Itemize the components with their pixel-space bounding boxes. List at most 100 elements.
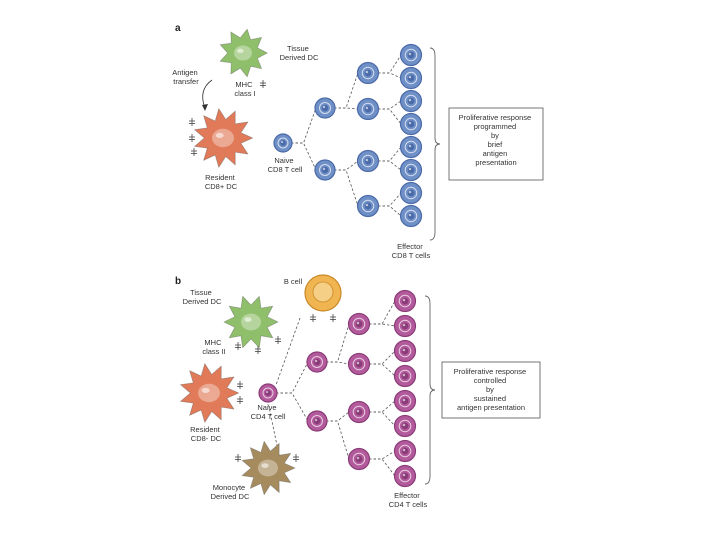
panel-a-resident-dc-body — [194, 108, 254, 168]
panel-b-resident-dc-nucleus — [198, 383, 220, 403]
panel-b-gen2-cell-0-nucleus — [355, 320, 363, 328]
panel-a-tissue-dc-highlight — [237, 48, 244, 53]
panel-a-tissue-dc-label: Tissue Derived DC — [280, 44, 319, 62]
panel-a-effector-cell-1-ring — [404, 71, 418, 85]
panel-a-effector-cell-0-ring — [404, 48, 418, 62]
panel-a-naive-label: Naive CD8 T cell — [268, 156, 303, 174]
panel-a-gen2-cell-1-ring — [361, 102, 375, 116]
panel-a-dc-receptor-1 — [189, 118, 195, 126]
panel-b-tissue-dc-body — [223, 295, 279, 349]
panel-a-effector-cell-1-highlight — [408, 75, 412, 79]
panel-b-b-cell-label: B cell — [284, 277, 303, 286]
panel-a-effector-cell-5 — [399, 158, 423, 182]
panel-b-effector-cell-2-ring — [398, 344, 412, 358]
panel-a-naive-t-cell-ring — [277, 137, 289, 149]
panel-b-resident-dc-body — [180, 363, 240, 423]
panel-b-gen2-cell-3-highlight — [356, 456, 360, 460]
panel-a-effector-cell-7-nucleus — [407, 212, 415, 220]
panel-b-effector-cell-0-ring — [398, 294, 412, 308]
panel-b-tissue-dc-label: Tissue Derived DC — [183, 288, 222, 306]
panel-a-effector-cell-5-ring — [404, 163, 418, 177]
panel-a-edge-2-1 — [334, 107, 359, 110]
panel-a-effector-cell-7-highlight — [408, 213, 412, 217]
panel-a-tissue-dc — [219, 28, 268, 78]
panel-a-gen1-cell-1 — [314, 159, 336, 181]
panel-b-monocyte-receptor-1 — [235, 454, 241, 462]
panel-a-gen2-cell-1-highlight — [365, 106, 369, 110]
panel-a-effector-cell-6-highlight — [408, 190, 412, 194]
panel-a-gen2-cell-0-ring — [361, 66, 375, 80]
panel-a-effector-cell-5-highlight — [408, 167, 412, 171]
panel-a-effector-cell-0-highlight — [408, 52, 412, 56]
panel-b-edge-2-3 — [326, 420, 350, 460]
panel-b-monocyte-dc-highlight — [261, 463, 269, 468]
panel-b-gen1-cell-1-nucleus — [313, 417, 321, 425]
panel-b-effector-cell-2-highlight — [402, 348, 406, 352]
panel-a-effector-cell-3-highlight — [408, 121, 412, 125]
panel-a-naive-t-cell-nucleus — [280, 140, 286, 146]
panel-b-resident-receptor-2 — [237, 396, 243, 404]
panel-b-edge-3-4 — [369, 400, 396, 413]
panel-b-effector-cell-5-nucleus — [401, 422, 409, 430]
panel-b-naive-label: Naive CD4 T cell — [251, 403, 286, 421]
panel-b-edge-3-1 — [369, 323, 396, 327]
panel-b-gen2-cell-3-nucleus — [355, 455, 363, 463]
panel-a-effector-cell-2-nucleus — [407, 97, 415, 105]
panel-a-effector-cell-2-highlight — [408, 98, 412, 102]
panel-b-effector-cell-3-highlight — [402, 373, 406, 377]
panel-b-resident-dc-label: Resident CD8- DC — [190, 425, 222, 443]
panel-b-effector-label: Effector CD4 T cells — [389, 491, 428, 509]
panel-b-effector-cell-1-ring — [398, 319, 412, 333]
panel-b-b-cell-receptor-1 — [310, 314, 316, 322]
edges-layer — [267, 54, 402, 477]
panel-a-dc-receptor-3 — [191, 148, 197, 156]
panel-b-tissue-receptor-3 — [275, 336, 281, 344]
panel-a-brace — [429, 47, 441, 241]
panel-a-effector-cell-6 — [399, 181, 423, 205]
panel-b-effector-cell-6-ring — [398, 444, 412, 458]
panel-b-gen2-cell-1-ring — [352, 357, 366, 371]
panel-b-edge-3-2 — [369, 350, 396, 365]
panel-a-letter: a — [175, 23, 181, 34]
panel-b-effector-cell-0-highlight — [402, 298, 406, 302]
text-layer: a Antigen transfer Tissue Derived DC MHC… — [172, 23, 534, 509]
panel-b-edge-3-0 — [369, 300, 396, 325]
panel-a-gen2-cell-2-nucleus — [364, 157, 372, 165]
panel-a-edge-3-5 — [378, 160, 402, 171]
panel-b-effector-cell-3-ring — [398, 369, 412, 383]
panel-b-effector-cell-4-highlight — [402, 398, 406, 402]
panel-a-naive-t-cell — [273, 133, 293, 153]
panel-b-edge-3-7 — [369, 458, 396, 477]
panel-a-gen2-cell-0-nucleus — [364, 69, 372, 77]
panel-a-mhc-receptor — [260, 80, 266, 88]
panel-a-edge-3-1 — [378, 72, 402, 79]
panel-b-gen2-cell-1 — [347, 352, 371, 376]
panel-a-effector-cell-1-nucleus — [407, 74, 415, 82]
panel-b-effector-cell-1-nucleus — [401, 322, 409, 330]
panel-a-effector-cell-0-nucleus — [407, 51, 415, 59]
panel-b-naive-t-cell-highlight — [266, 391, 269, 394]
panel-a-gen2-cell-2 — [356, 149, 380, 173]
panel-a-effector-cell-5-nucleus — [407, 166, 415, 174]
panel-b-effector-cell-4 — [393, 389, 417, 413]
panel-b-resident-dc — [180, 363, 240, 423]
panel-b-effector-cell-2 — [393, 339, 417, 363]
panel-a-text-box — [448, 107, 544, 181]
panel-a-box-text: Proliferative response programmed by bri… — [459, 113, 534, 167]
panel-a-effector-cell-2 — [399, 89, 423, 113]
panel-b-effector-cell-5 — [393, 414, 417, 438]
panel-b-effector-cell-6-nucleus — [401, 447, 409, 455]
panel-a-effector-label: Effector CD8 T cells — [392, 242, 431, 260]
panel-a-gen2-cell-0 — [356, 61, 380, 85]
panel-b-monocyte-receptor-2 — [293, 454, 299, 462]
panel-b-gen1-cell-1 — [306, 410, 328, 432]
panel-b-edge-2-0 — [326, 323, 350, 363]
panel-a-edge-2-2 — [334, 160, 359, 171]
panel-b-resident-dc-highlight — [201, 387, 210, 393]
panel-a-resident-dc-nucleus — [212, 128, 234, 148]
panel-b-naive-t-cell-nucleus — [265, 390, 271, 396]
panel-b-gen1-cell-0-ring — [311, 356, 323, 368]
panel-b-effector-cell-5-highlight — [402, 423, 406, 427]
panel-b-resident-receptor-1 — [237, 381, 243, 389]
panel-a-gen2-cell-3 — [356, 194, 380, 218]
